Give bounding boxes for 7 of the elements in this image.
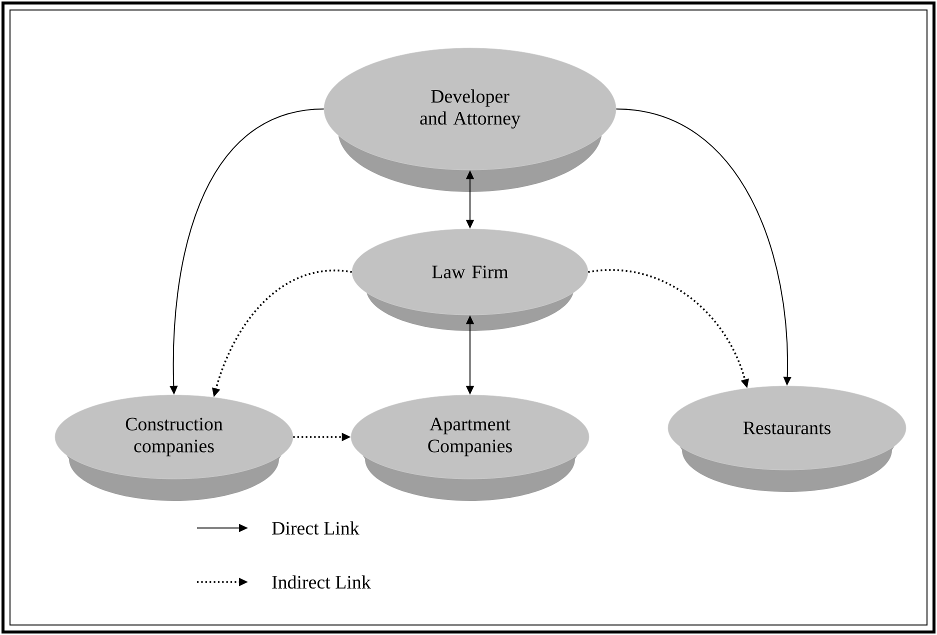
legend-label: Direct Link xyxy=(272,521,360,535)
disc-node: Restaurants xyxy=(668,386,906,492)
legend-label: Indirect Link xyxy=(272,575,371,589)
disc-node: Apartment Companies xyxy=(350,394,590,501)
disc-node: Construction companies xyxy=(54,394,294,501)
disc-node: Developer and Attorney xyxy=(324,48,616,192)
disc-node: Law Firm xyxy=(352,228,588,331)
